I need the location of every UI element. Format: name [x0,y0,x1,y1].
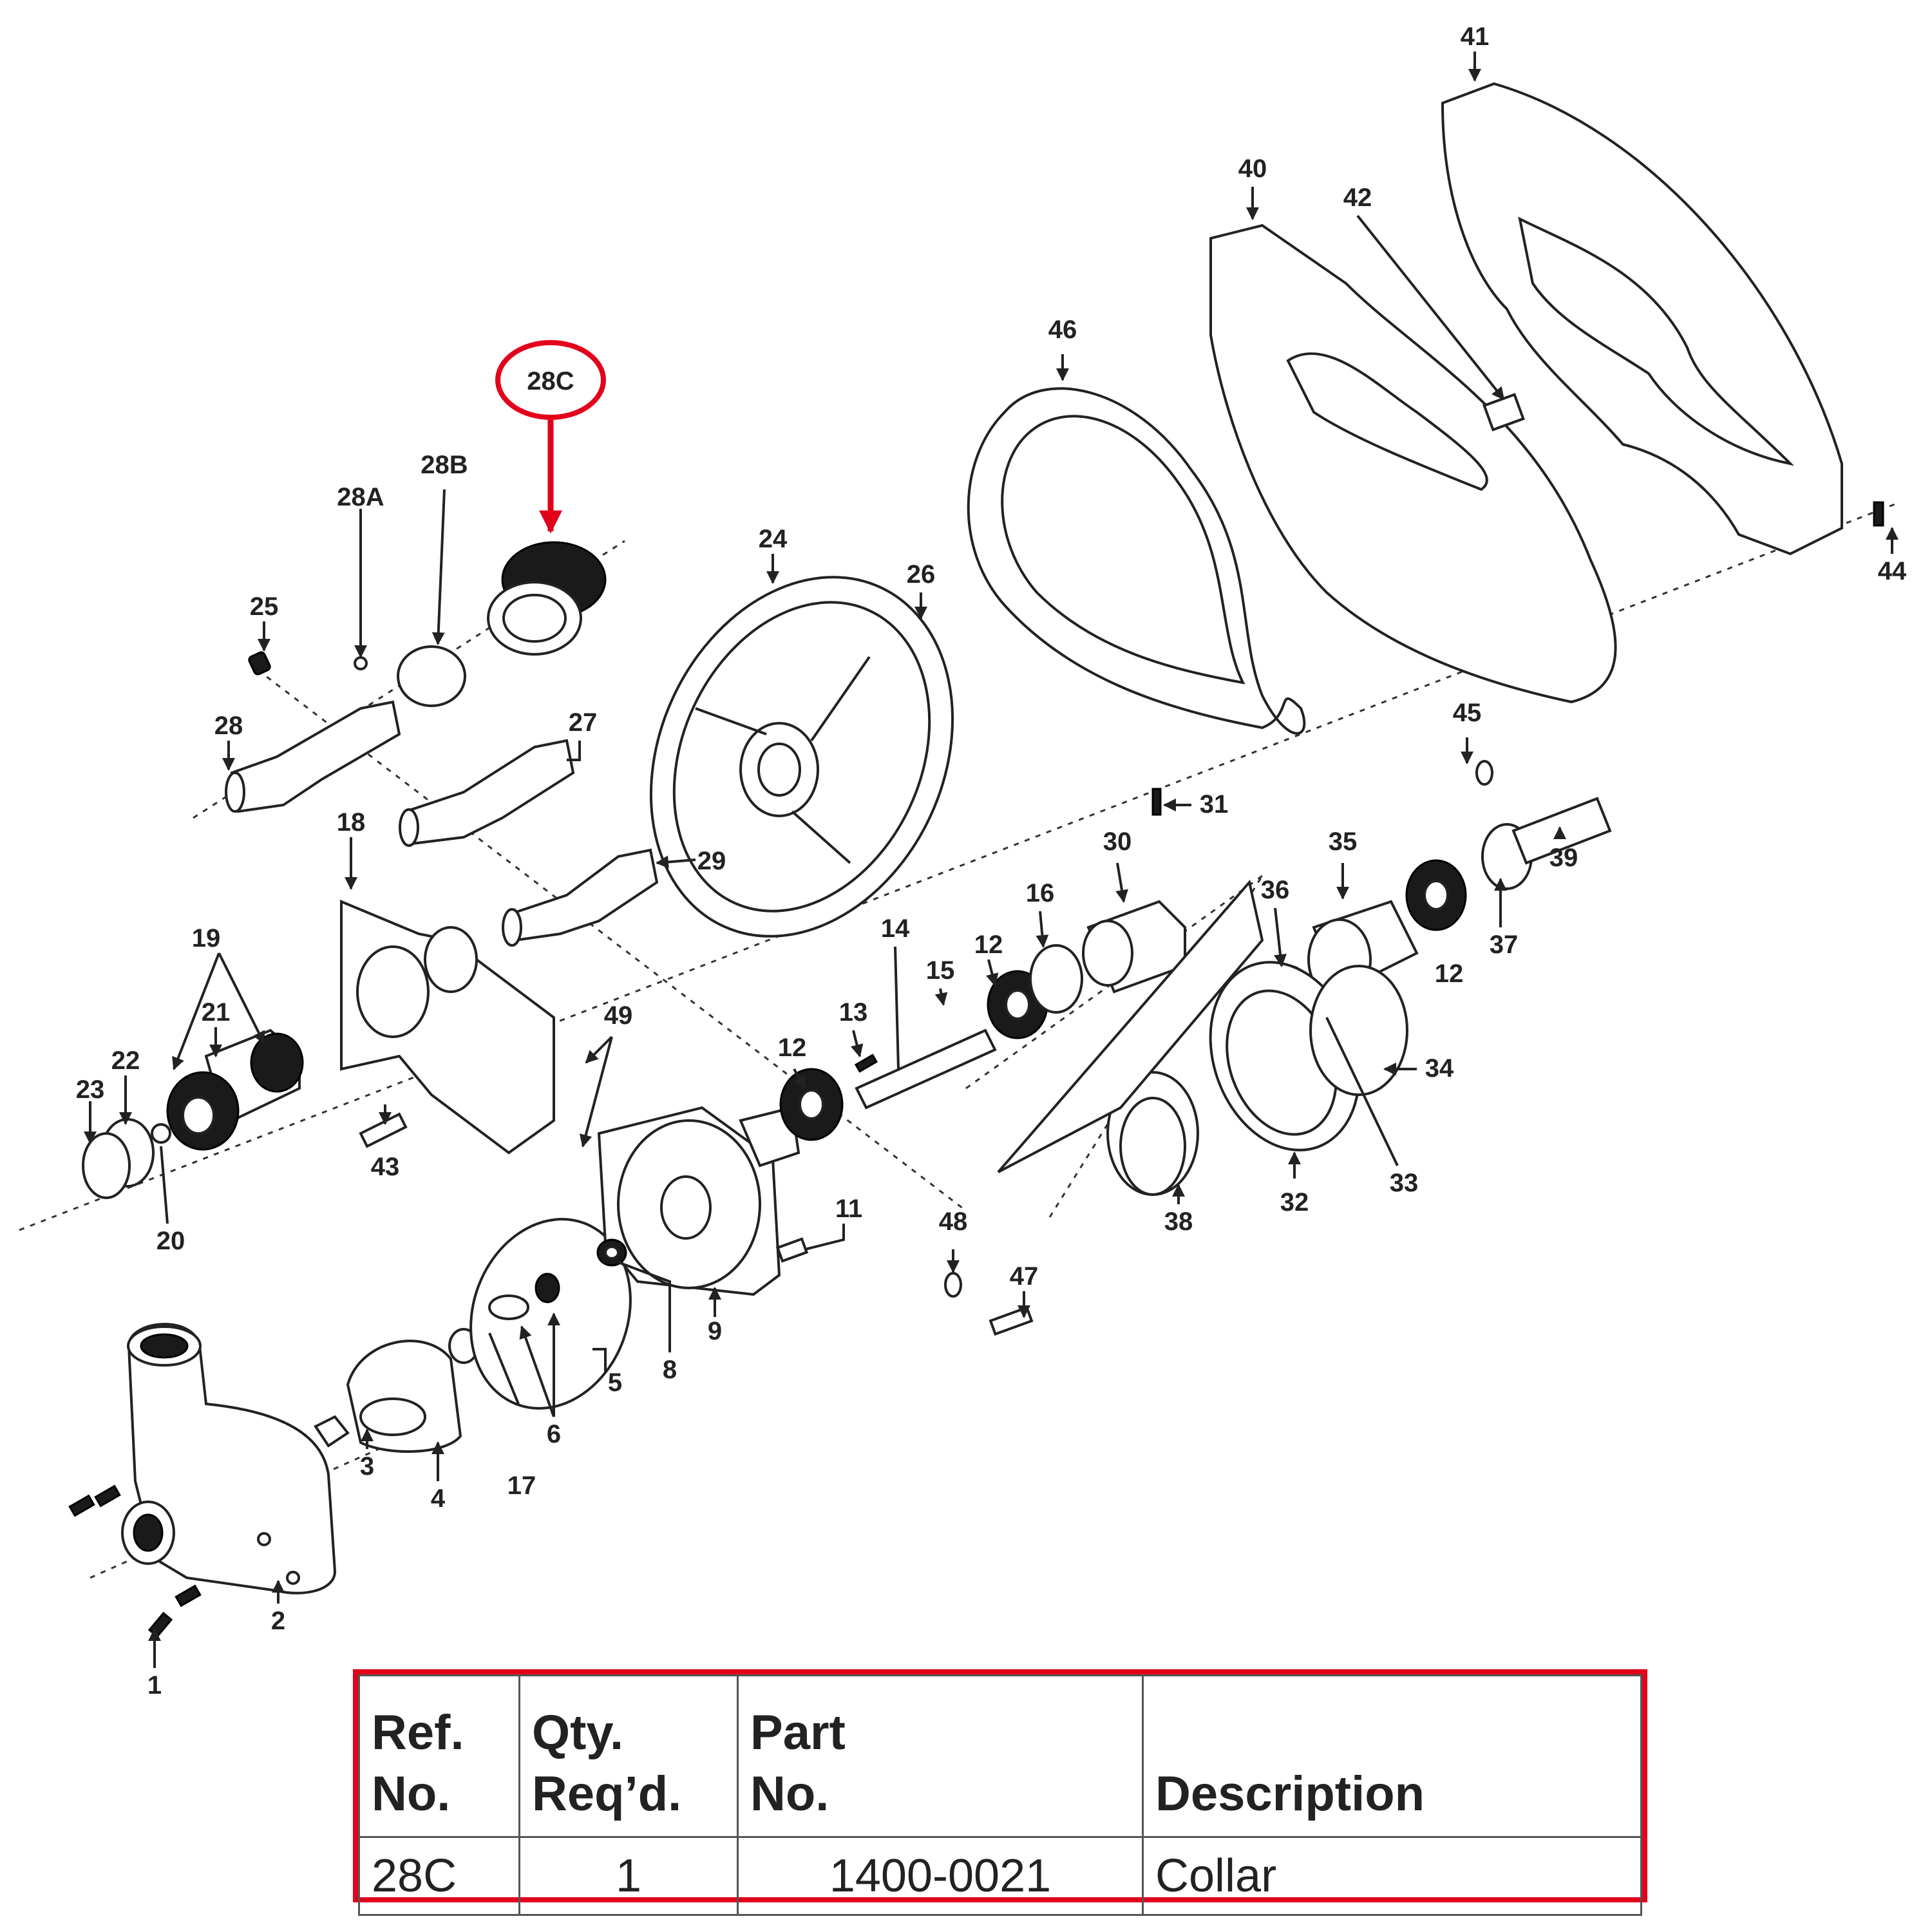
callout-21: 21 [202,998,231,1027]
callout-25: 25 [250,592,279,621]
callout-38: 38 [1164,1208,1193,1236]
callout-13: 13 [839,998,868,1027]
callout-9: 9 [708,1317,722,1345]
callout-43: 43 [371,1153,400,1181]
callout-24: 24 [759,525,788,553]
callout-27: 27 [569,708,598,737]
callout-29: 29 [697,847,726,875]
header-qty: Qty.Req’d. [518,1674,739,1838]
shafts [225,700,659,947]
callout-12b: 12 [974,931,1003,959]
table-row: 28C 1 1400-0021 Collar [358,1836,1642,1916]
callout-12c: 12 [1435,960,1464,988]
callout-44: 44 [1878,557,1907,585]
callout-19: 19 [192,924,221,952]
header-description: Description [1142,1674,1642,1838]
bearing-housing [82,1028,304,1199]
callout-48: 48 [939,1208,968,1236]
callout-2: 2 [271,1607,285,1635]
callout-5: 5 [608,1368,622,1397]
callout-30: 30 [1103,828,1132,856]
callout-47: 47 [1010,1262,1039,1291]
cell-description: Collar [1142,1836,1642,1916]
bearing-bracket [340,900,555,1155]
adapter-plate [596,1106,800,1296]
belt-guard-outer [1441,82,1843,556]
clutch-parts [997,797,1612,1196]
callout-49: 49 [604,1001,633,1030]
callout-41: 41 [1461,23,1490,51]
callout-4: 4 [431,1484,446,1513]
callout-46: 46 [1048,316,1077,344]
collar-parts [248,541,607,707]
callout-23: 23 [76,1075,105,1104]
callout-1: 1 [147,1671,162,1700]
callout-28a: 28A [337,483,384,511]
callout-15: 15 [926,956,955,985]
callout-37: 37 [1490,931,1519,959]
drive-belt [967,387,1306,735]
cell-qty: 1 [518,1836,739,1916]
callout-3: 3 [360,1452,374,1481]
callout-40: 40 [1238,155,1267,183]
callout-20: 20 [156,1227,185,1255]
highlight-28c [495,340,606,534]
callout-11: 11 [835,1195,862,1223]
callout-14: 14 [881,914,910,943]
callout-labels: 1 2 3 4 5 6 8 9 11 12 13 14 15 16 17 18 … [76,23,1907,1700]
callout-35: 35 [1329,828,1358,856]
cell-part: 1400-0021 [737,1836,1144,1916]
callout-42: 42 [1343,184,1372,212]
callout-17: 17 [507,1472,536,1500]
callout-8: 8 [663,1356,677,1384]
leader-lines [84,52,1899,1668]
callout-45: 45 [1453,699,1482,727]
callout-32: 32 [1280,1188,1309,1217]
callout-31: 31 [1200,790,1229,819]
callout-18: 18 [337,808,366,837]
cell-ref: 28C [358,1836,520,1916]
callout-28b: 28B [421,451,468,479]
callout-33: 33 [1390,1169,1419,1197]
callout-26: 26 [907,560,936,589]
callout-28c: 28C [527,367,574,395]
callout-28: 28 [214,712,243,740]
callout-39: 39 [1549,844,1578,872]
pulley [649,576,954,938]
callout-34: 34 [1425,1054,1454,1083]
assembly-axes [19,501,1900,1579]
callout-6: 6 [547,1420,561,1448]
drive-shaft-parts [779,788,1186,1141]
callout-16: 16 [1026,879,1055,907]
callout-22: 22 [111,1046,140,1075]
header-ref: Ref.No. [358,1674,520,1838]
callout-36: 36 [1261,876,1290,904]
pump-housing [121,1323,337,1595]
belt-guard-inner [1209,223,1617,704]
callout-12a: 12 [778,1034,807,1062]
